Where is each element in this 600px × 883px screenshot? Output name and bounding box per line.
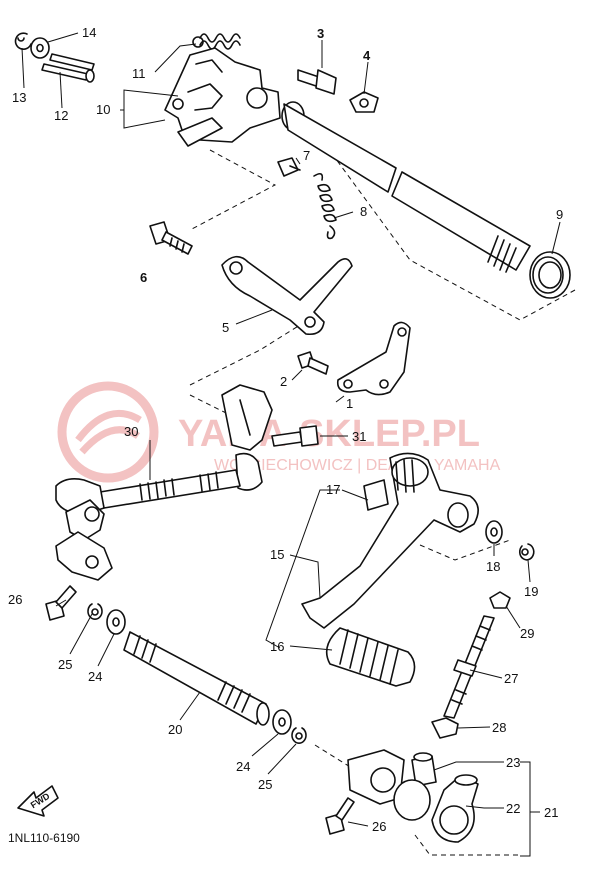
part-washer-24a xyxy=(106,609,126,635)
callout-10: 10 xyxy=(96,102,110,117)
part-nut-29 xyxy=(489,591,511,609)
callout-26a: 26 xyxy=(8,592,22,607)
part-nut-4 xyxy=(349,91,379,113)
part-circlip-19 xyxy=(518,543,535,561)
part-bearing-9 xyxy=(529,251,571,299)
callout-22: 22 xyxy=(506,801,520,816)
callout-4: 4 xyxy=(363,48,371,63)
callout-23: 23 xyxy=(506,755,520,770)
diagram-code: 1NL110-6190 xyxy=(8,831,80,845)
callout-3: 3 xyxy=(317,26,324,41)
part-shift-pedal-15 xyxy=(301,452,479,629)
callout-1: 1 xyxy=(346,396,353,411)
forward-arrow-icon: FWD xyxy=(17,785,59,817)
callout-24a: 24 xyxy=(88,669,102,684)
part-joint-21 xyxy=(431,774,479,843)
callout-15: 15 xyxy=(270,547,284,562)
callout-20: 20 xyxy=(168,722,182,737)
part-bolt-6 xyxy=(149,221,193,255)
callout-31: 31 xyxy=(352,429,366,444)
part-bolt-31 xyxy=(271,425,319,447)
watermark-logo-ring xyxy=(57,381,159,483)
part-bolt-17 xyxy=(363,479,389,511)
part-washer-18 xyxy=(485,520,503,544)
callout-29: 29 xyxy=(520,626,534,641)
part-bolt-3 xyxy=(297,69,337,95)
callout-16: 16 xyxy=(270,639,284,654)
part-shift-rod-30 xyxy=(55,384,273,581)
callout-7: 7 xyxy=(303,148,310,163)
callout-25a: 25 xyxy=(58,657,72,672)
part-plate-1 xyxy=(336,321,411,396)
watermark-main-text: YAMA-SKLEP.PL xyxy=(178,413,480,455)
callout-28: 28 xyxy=(492,720,506,735)
callout-17: 17 xyxy=(326,482,340,497)
part-circlip-25b xyxy=(291,727,307,744)
callout-13: 13 xyxy=(12,90,26,105)
part-bolt-7 xyxy=(277,157,301,177)
callout-21: 21 xyxy=(544,805,558,820)
part-washer-14 xyxy=(30,37,50,59)
callout-30: 30 xyxy=(124,424,138,439)
part-shift-shaft xyxy=(283,103,531,273)
part-shaft-20 xyxy=(123,631,270,726)
callout-8: 8 xyxy=(360,204,367,219)
leader-lines xyxy=(21,32,561,857)
part-spring-8 xyxy=(313,172,337,240)
callout-18: 18 xyxy=(486,559,500,574)
callout-labels: 1 2 3 4 5 6 7 8 9 10 11 12 13 14 15 16 1… xyxy=(8,25,563,834)
watermark-logo-mark xyxy=(75,409,142,455)
part-joint-23 xyxy=(347,749,437,805)
callout-9: 9 xyxy=(556,207,563,222)
part-pin-12 xyxy=(41,53,95,83)
part-rod-27 xyxy=(443,615,495,719)
part-plate-5 xyxy=(221,255,353,336)
part-bolt-26b xyxy=(325,797,355,835)
callout-26b: 26 xyxy=(372,819,386,834)
part-shift-arm-10 xyxy=(164,47,305,147)
part-nut-28 xyxy=(431,717,459,739)
part-washer-24b xyxy=(272,709,292,735)
callout-12: 12 xyxy=(54,108,68,123)
part-circlip-25a xyxy=(87,603,103,620)
callout-14: 14 xyxy=(82,25,96,40)
part-ball-22 xyxy=(393,779,431,821)
part-spring-11 xyxy=(192,33,241,50)
callout-27: 27 xyxy=(504,671,518,686)
callout-25b: 25 xyxy=(258,777,272,792)
callout-11: 11 xyxy=(132,66,146,81)
part-pedal-rubber-16 xyxy=(325,627,416,687)
callout-5: 5 xyxy=(222,320,229,335)
watermark: YAMA-SKLEP.PL WOJCIECHOWICZ | DEALER YAM… xyxy=(57,381,501,483)
part-circlip-13 xyxy=(14,32,32,50)
part-bolt-2 xyxy=(297,351,329,375)
callout-19: 19 xyxy=(524,584,538,599)
callout-2: 2 xyxy=(280,374,287,389)
callout-24b: 24 xyxy=(236,759,250,774)
callout-6: 6 xyxy=(140,270,147,285)
